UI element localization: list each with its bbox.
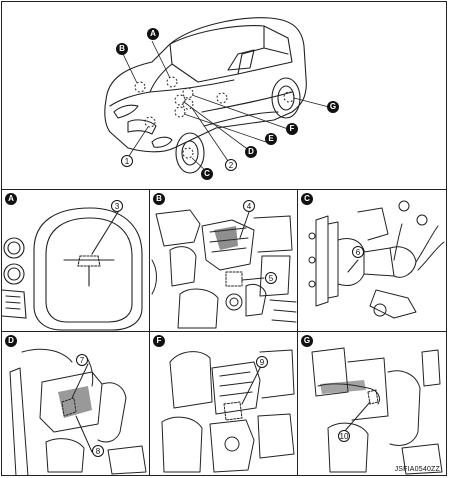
panel-f-letter: F: [153, 335, 165, 347]
callout-10: 10: [338, 430, 350, 442]
location-label-c: C: [201, 168, 213, 180]
detail-panel-a: A 3: [2, 190, 149, 331]
callout-7: 7: [76, 354, 88, 366]
panel-d-letter: D: [5, 335, 17, 347]
panel-g-letter: G: [301, 335, 313, 347]
detail-panel-f: F 9: [150, 332, 297, 476]
engine-compartment-drawing: [151, 209, 297, 329]
divider-row1: [1, 189, 447, 190]
panel-c-letter: C: [301, 193, 313, 205]
callout-4: 4: [243, 200, 255, 212]
location-label-e: E: [265, 133, 277, 145]
vehicle-overview: A B C D E F G 1 2: [2, 2, 446, 188]
panel-a-letter: A: [5, 193, 17, 205]
location-label-f: F: [286, 123, 298, 135]
callout-2: 2: [225, 159, 237, 171]
detail-panel-c: C 6: [298, 190, 446, 331]
connector-d-drawing: [9, 348, 147, 476]
callout-6: 6: [352, 246, 364, 258]
divider-row2: [1, 331, 447, 332]
steering-wheel-drawing: [2, 207, 143, 331]
detail-panel-d: D 7 8: [2, 332, 149, 476]
callout-8: 8: [92, 445, 104, 457]
divider-col1: [149, 189, 150, 476]
detail-panel-g: G 10 JSFIA0540ZZ: [298, 332, 446, 476]
callout-9: 9: [256, 356, 268, 368]
callout-5: 5: [265, 272, 277, 284]
callout-3: 3: [111, 200, 123, 212]
location-label-g: G: [327, 101, 339, 113]
detail-panel-b: B 4 5: [150, 190, 297, 331]
callout-1: 1: [121, 155, 133, 167]
divider-col2: [297, 189, 298, 476]
rear-wheel-drawing: [311, 347, 443, 475]
connector-f-drawing: [161, 349, 295, 473]
panel-b-letter: B: [153, 193, 165, 205]
location-label-a: A: [147, 28, 159, 40]
location-label-b: B: [116, 43, 128, 55]
wheel-hub-drawing: [308, 200, 445, 319]
figure-code: JSFIA0540ZZ: [394, 466, 440, 473]
vehicle-drawing: [104, 17, 330, 174]
location-label-d: D: [245, 146, 257, 158]
